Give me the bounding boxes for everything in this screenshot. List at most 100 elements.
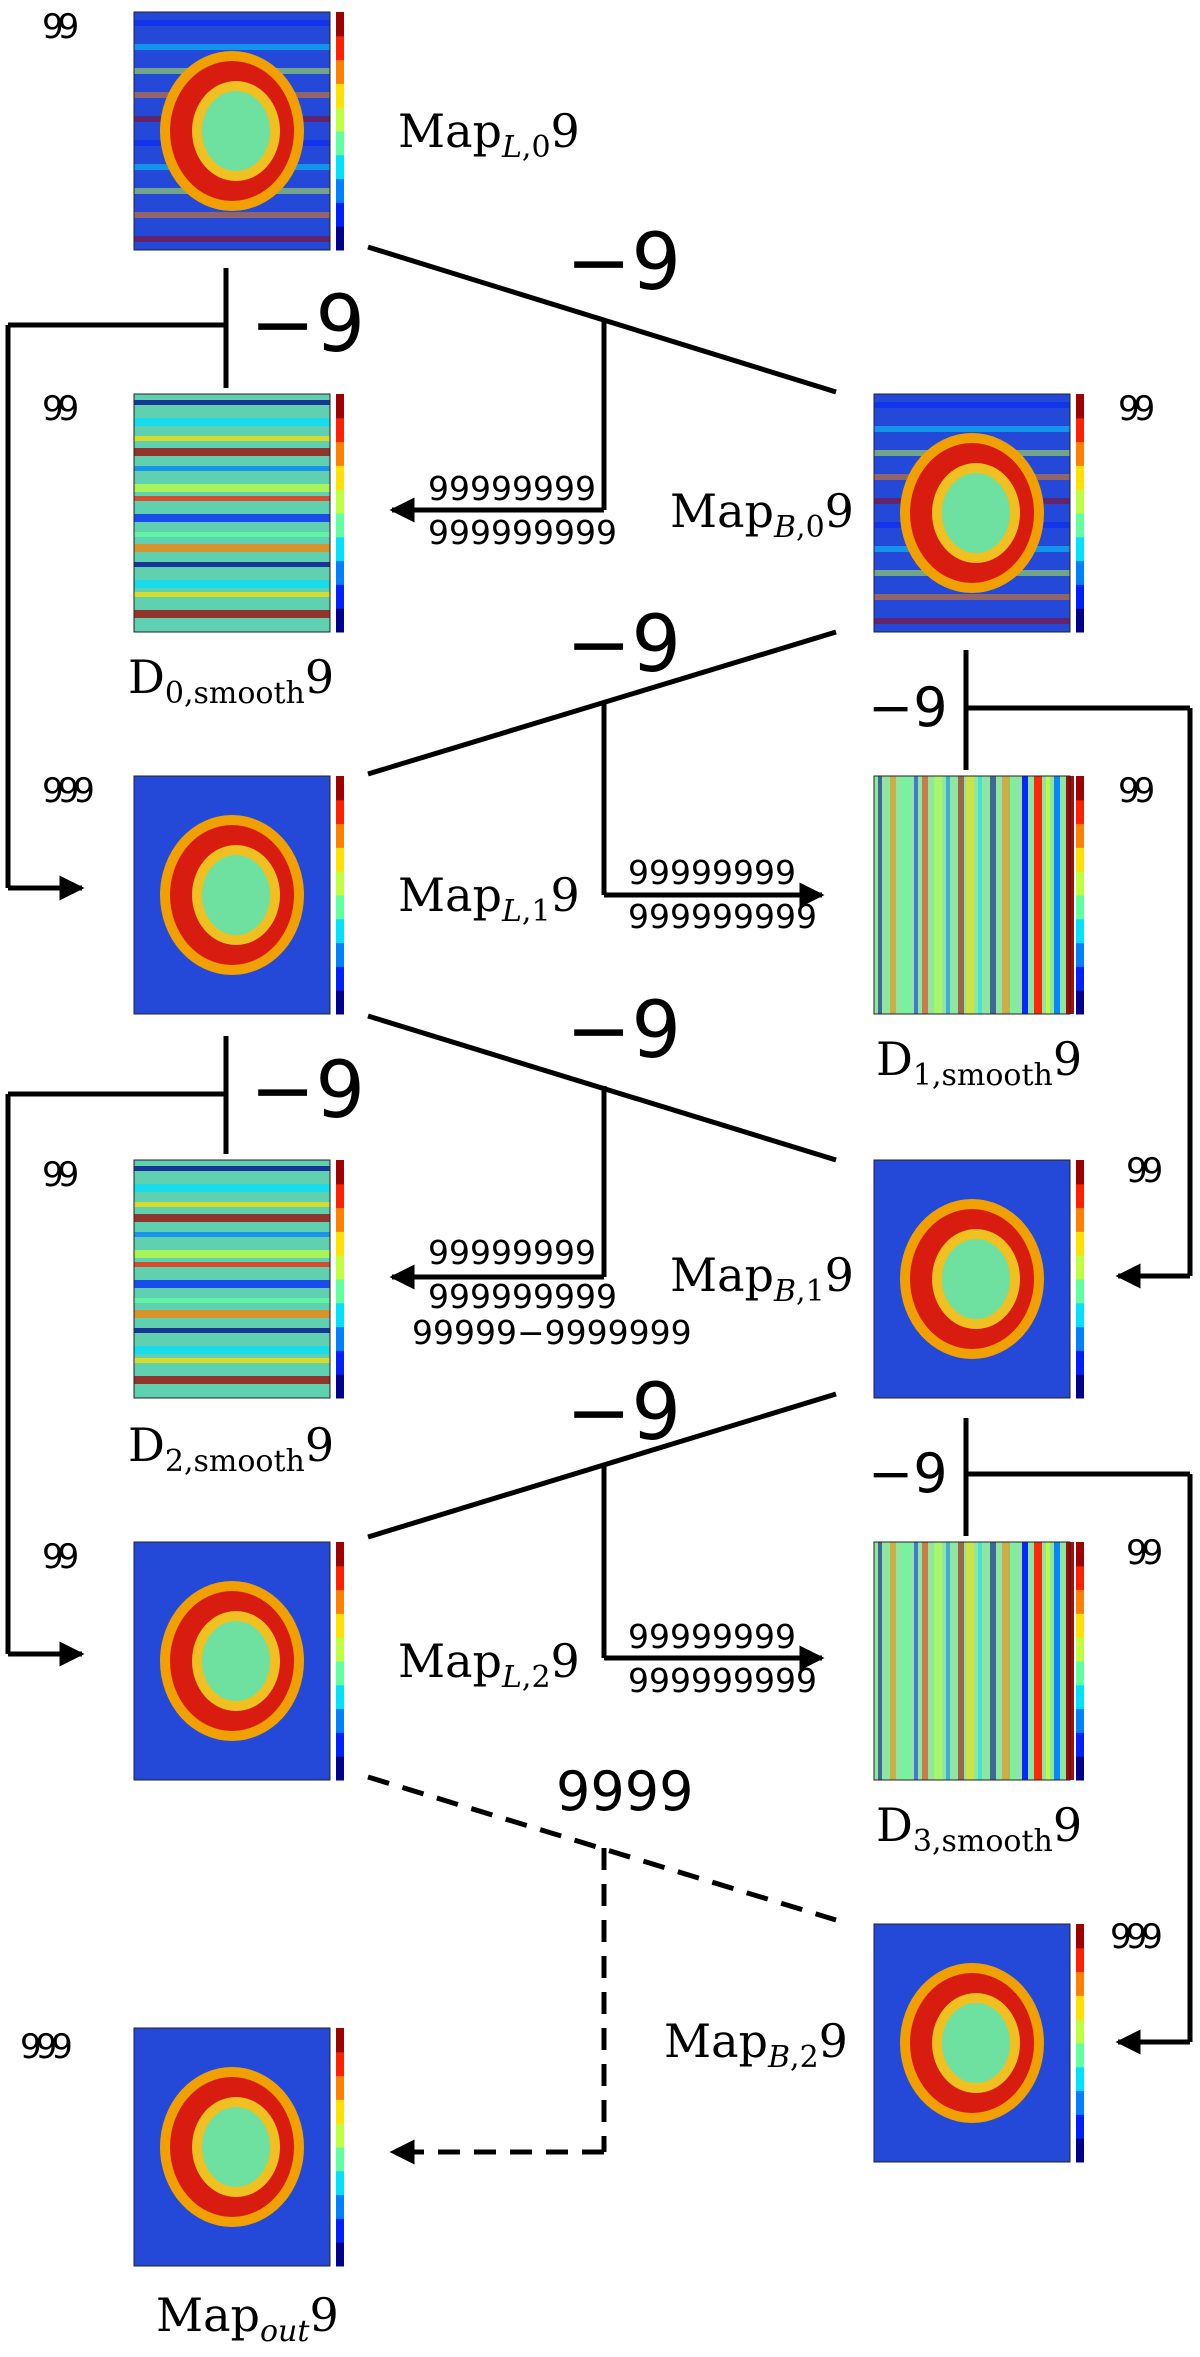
stripe bbox=[890, 776, 896, 1014]
colorbar-segment bbox=[336, 584, 344, 609]
colorbar-segment bbox=[1076, 871, 1084, 896]
stripe bbox=[902, 1542, 910, 1780]
colorbar-segment bbox=[1076, 1971, 1084, 1996]
plot-frame bbox=[873, 1923, 1071, 2163]
stripe bbox=[134, 1358, 330, 1363]
colorbar-segment bbox=[336, 1350, 344, 1375]
ring-core bbox=[202, 855, 270, 935]
colorbar-segment bbox=[336, 1637, 344, 1662]
colorbar-segment bbox=[336, 513, 344, 538]
ring-core bbox=[202, 91, 270, 171]
panel-map-b2 bbox=[842, 1918, 1100, 2180]
colorbar-segment bbox=[1076, 1183, 1084, 1209]
colorbar-segment bbox=[1076, 1374, 1084, 1399]
colorbar-segment bbox=[336, 1756, 344, 1781]
heatmap-map-out bbox=[102, 2022, 360, 2284]
stripe bbox=[878, 1542, 882, 1780]
panel-tag: 99 bbox=[42, 389, 79, 429]
colorbar-segment bbox=[336, 2123, 344, 2148]
colorbar-segment bbox=[336, 1708, 344, 1733]
colorbar-segment bbox=[336, 1231, 344, 1256]
heatmap-d2-smooth bbox=[102, 1154, 360, 1416]
stripe bbox=[978, 1542, 982, 1780]
stripe bbox=[1054, 1542, 1060, 1780]
plot-frame bbox=[133, 1159, 331, 1399]
operator-minus: −9 bbox=[250, 1046, 365, 1136]
stripe bbox=[134, 1184, 330, 1192]
operator-minus: −9 bbox=[566, 600, 681, 690]
colorbar-segment bbox=[336, 2051, 344, 2077]
heatmap-map-b1 bbox=[842, 1154, 1100, 1416]
colorbar-segment bbox=[1076, 2066, 1084, 2092]
stripe bbox=[134, 1328, 330, 1333]
stripe bbox=[134, 418, 330, 426]
arrow-note: 999999999 bbox=[628, 897, 817, 936]
colorbar-segment bbox=[1076, 417, 1084, 443]
operator-minus: −9 bbox=[868, 676, 948, 739]
colorbar-segment bbox=[336, 2242, 344, 2267]
stripe bbox=[134, 20, 330, 26]
stripe bbox=[134, 466, 330, 471]
stripe bbox=[134, 514, 330, 522]
colorbar-segment bbox=[1076, 1207, 1084, 1232]
stripe bbox=[1010, 1542, 1014, 1780]
colorbar-segment bbox=[1076, 799, 1084, 825]
colorbar-segment bbox=[336, 2218, 344, 2243]
colorbar-segment bbox=[336, 2147, 344, 2172]
panel-map-l0 bbox=[102, 6, 360, 268]
colorbar-segment bbox=[336, 417, 344, 443]
stripe bbox=[934, 776, 942, 1014]
heatmap-map-b0 bbox=[842, 388, 1100, 650]
panel-label-map-l2: MapL,29 bbox=[398, 1634, 580, 1695]
stripe bbox=[134, 448, 330, 456]
arrow-note: 999999999 bbox=[628, 1661, 817, 1700]
stripe bbox=[1034, 1542, 1042, 1780]
stripe bbox=[990, 776, 996, 1014]
colorbar-segment bbox=[1076, 2138, 1084, 2163]
panel-tag: 99 bbox=[1126, 1533, 1163, 1573]
panel-d0-smooth bbox=[102, 388, 360, 650]
colorbar-segment bbox=[336, 1613, 344, 1638]
stripe bbox=[914, 776, 918, 1014]
colorbar-segment bbox=[336, 441, 344, 466]
stripe bbox=[878, 776, 882, 1014]
arrow-note: 99999999 bbox=[628, 853, 796, 892]
stripe bbox=[1010, 776, 1014, 1014]
stripe bbox=[134, 1298, 330, 1303]
colorbar-segment bbox=[1076, 1708, 1084, 1733]
stripe bbox=[946, 776, 950, 1014]
colorbar-segment bbox=[336, 966, 344, 991]
colorbar-segment bbox=[1076, 465, 1084, 490]
colorbar-segment bbox=[1076, 942, 1084, 967]
colorbar-segment bbox=[1076, 1302, 1084, 1328]
operator-final: 9999 bbox=[556, 1760, 694, 1823]
colorbar-segment bbox=[336, 394, 344, 419]
stripe bbox=[922, 776, 928, 1014]
stripe bbox=[134, 1280, 330, 1288]
stripe bbox=[134, 496, 330, 501]
colorbar-segment bbox=[336, 465, 344, 490]
panel-label-map-b0: MapB,09 bbox=[670, 484, 854, 545]
colorbar-segment bbox=[1076, 1255, 1084, 1280]
colorbar-segment bbox=[1076, 608, 1084, 633]
colorbar-segment bbox=[1076, 1684, 1084, 1710]
stripe bbox=[966, 776, 974, 1014]
stripe bbox=[134, 544, 330, 552]
colorbar-segment bbox=[336, 1684, 344, 1710]
stripe bbox=[958, 1542, 964, 1780]
colorbar-segment bbox=[336, 1326, 344, 1351]
panel-tag: 999 bbox=[1110, 1917, 1163, 1957]
stripe bbox=[1054, 776, 1060, 1014]
plot-frame bbox=[873, 775, 1071, 1015]
heatmap-map-l1 bbox=[102, 770, 360, 1032]
operator-minus: −9 bbox=[566, 1368, 681, 1458]
colorbar-segment bbox=[1076, 1542, 1084, 1567]
stripe bbox=[1046, 776, 1050, 1014]
stripe bbox=[134, 562, 330, 567]
arrow-note: 99999999 bbox=[428, 1233, 596, 1272]
colorbar-segment bbox=[336, 12, 344, 37]
colorbar-segment bbox=[1076, 394, 1084, 419]
colorbar-segment bbox=[336, 1160, 344, 1185]
colorbar-segment bbox=[336, 226, 344, 251]
plot-frame bbox=[133, 1541, 331, 1781]
